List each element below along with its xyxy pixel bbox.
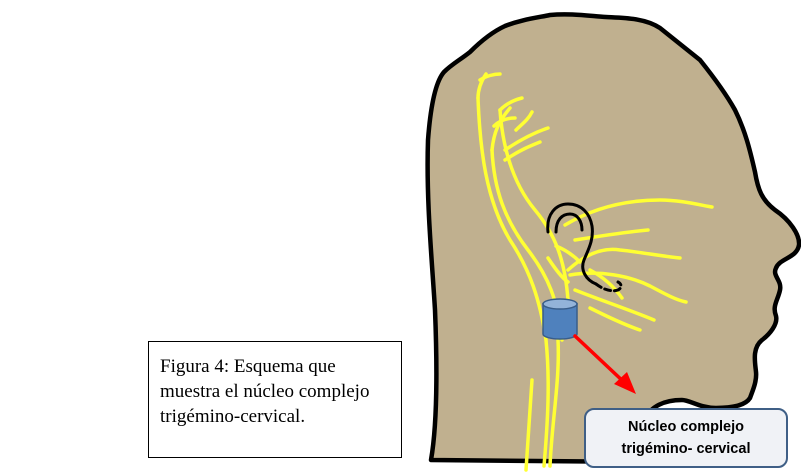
nerve-facial-chin [588, 306, 642, 332]
nerve-neck-branch [546, 256, 570, 284]
nerve-occipital-3 [490, 106, 512, 152]
nerve-lower-left [524, 378, 534, 472]
nucleus-label-callout: Núcleo complejo trigémino- cervical [584, 408, 788, 468]
nucleus-cylinder [542, 298, 578, 340]
nerve-trunk-right [498, 108, 570, 302]
nerve-occipital-4 [498, 96, 524, 112]
nerve-facial-cheek [588, 268, 624, 300]
callout-line-2: trigémino- cervical [621, 441, 751, 457]
nerve-facial-jaw [573, 288, 656, 322]
nerve-occipital-8 [503, 140, 542, 162]
nucleus-top [542, 298, 578, 310]
callout-line-1: Núcleo complejo [627, 419, 745, 435]
nerve-neck-branch-2 [554, 244, 582, 264]
nerve-occipital-6 [503, 126, 550, 152]
nerve-occipital-5 [492, 116, 517, 128]
figure-caption: Figura 4: Esquema que muestra el núcleo … [148, 341, 402, 458]
nucleus-body [542, 303, 578, 340]
ear-icon [546, 202, 623, 293]
caption-text: Figura 4: Esquema que muestra el núcleo … [160, 356, 370, 427]
nerve-occipital-2 [478, 72, 502, 82]
nerve-occipital-7 [514, 110, 534, 132]
nerve-facial-mid [573, 228, 650, 242]
nerve-lower-trunk [548, 338, 561, 468]
nerve-facial-upper [563, 198, 714, 227]
nerve-trunk-left [476, 96, 550, 468]
arrow-icon [573, 334, 636, 394]
